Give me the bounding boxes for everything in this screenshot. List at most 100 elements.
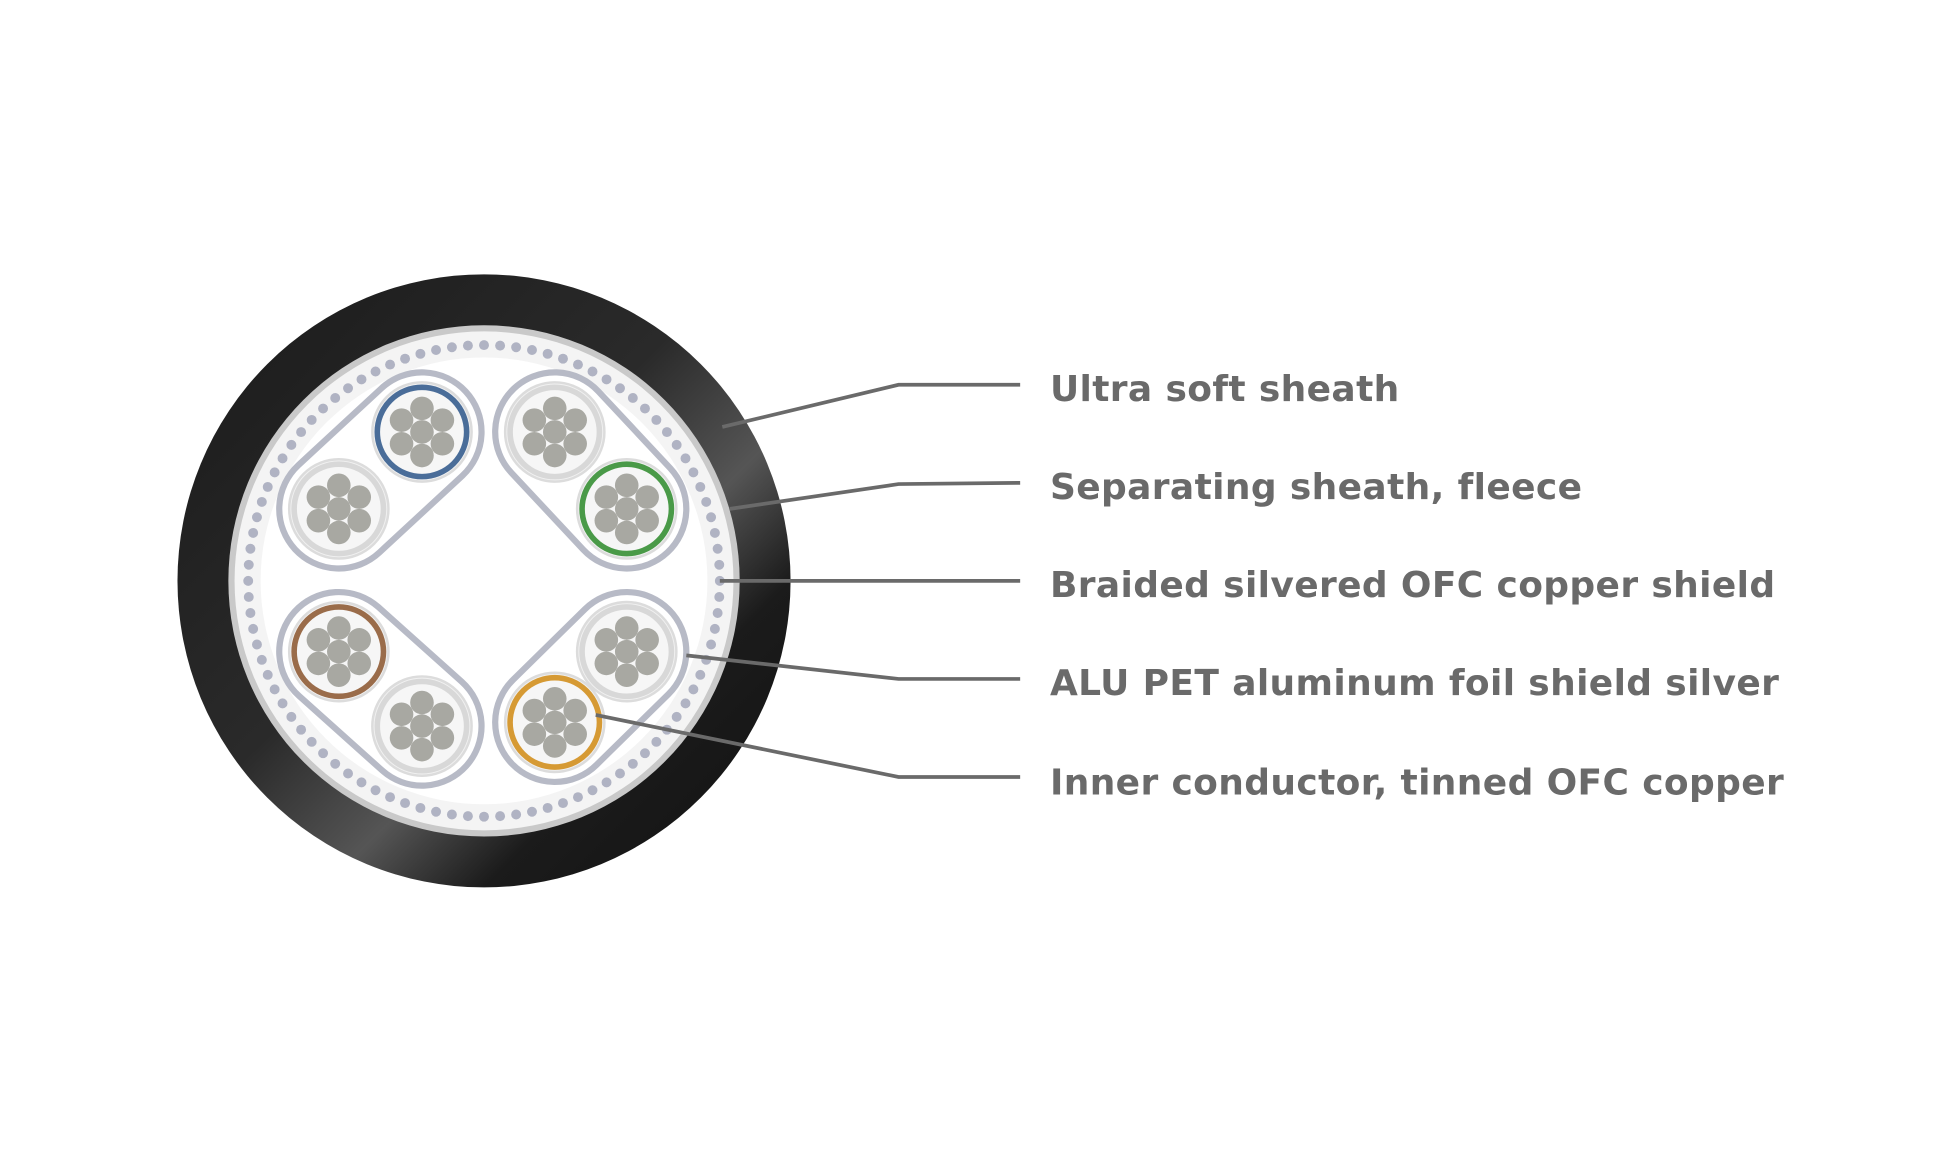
braid-strand xyxy=(587,366,598,377)
strand xyxy=(327,663,351,687)
braid-strand xyxy=(446,809,457,820)
braid-strand xyxy=(296,427,307,438)
strand xyxy=(410,420,434,444)
braid-strand xyxy=(661,427,672,438)
braid-strand xyxy=(400,353,411,364)
conductor xyxy=(503,671,606,774)
braid-strand xyxy=(269,467,280,478)
braid-strand xyxy=(601,777,612,788)
conductor xyxy=(503,381,606,483)
strand xyxy=(563,722,587,746)
strand xyxy=(430,702,455,727)
conductor xyxy=(575,458,678,560)
strand xyxy=(614,639,639,664)
strand xyxy=(306,485,331,509)
braid-strand xyxy=(251,512,262,523)
braid-strand xyxy=(709,623,720,634)
braid-strand xyxy=(356,777,367,788)
strand xyxy=(306,651,331,676)
twisted-pairs xyxy=(276,369,690,789)
conductor xyxy=(287,458,390,560)
braid-strand xyxy=(296,724,307,735)
twisted-pair xyxy=(276,588,485,789)
braid-strand xyxy=(680,453,691,464)
strand xyxy=(430,431,455,456)
braid-strand xyxy=(462,340,473,351)
braid-strand xyxy=(251,639,262,650)
braid-strand xyxy=(712,608,723,618)
strand xyxy=(389,702,414,727)
leader-line-1 xyxy=(721,382,1021,429)
strand xyxy=(522,408,547,432)
braid-strand xyxy=(243,559,254,570)
braid-strand xyxy=(615,768,625,779)
braid-strand xyxy=(640,748,650,759)
braid-strand xyxy=(370,785,381,796)
braid-strand xyxy=(431,345,442,355)
label-foil-shield: ALU PET aluminum foil shield silver xyxy=(1050,663,1779,704)
strand xyxy=(327,473,351,498)
braid-strand xyxy=(343,768,353,779)
braid-strand xyxy=(712,543,723,554)
braid-strand xyxy=(706,639,717,650)
braid-strand xyxy=(245,608,256,618)
strand xyxy=(327,520,351,545)
strand xyxy=(410,737,434,762)
braid-strand xyxy=(370,366,381,377)
braid-strand xyxy=(415,802,426,813)
strand xyxy=(347,485,372,509)
braid-strand xyxy=(245,543,256,554)
leader-line-4 xyxy=(686,653,1021,681)
braid-strand xyxy=(627,758,638,769)
braid-strand xyxy=(572,792,583,803)
strand xyxy=(522,722,547,746)
strand xyxy=(542,420,567,444)
strand xyxy=(614,663,639,687)
braid-strand xyxy=(385,792,396,803)
braid-strand xyxy=(286,439,297,450)
braid-strand xyxy=(671,711,682,722)
braid-strand xyxy=(709,527,720,538)
conductor xyxy=(371,675,473,777)
strand xyxy=(635,628,659,652)
braid-strand xyxy=(511,342,522,353)
twisted-pair xyxy=(492,369,690,572)
braid-strand xyxy=(572,359,583,370)
strand xyxy=(347,628,372,652)
braid-strand xyxy=(256,496,267,507)
braid-strand xyxy=(256,654,267,665)
braid-strand xyxy=(714,559,725,570)
braid-strand xyxy=(462,811,473,822)
strand xyxy=(430,726,455,750)
strand xyxy=(563,431,587,456)
braid-strand xyxy=(706,512,717,523)
strand xyxy=(542,443,567,468)
braid-strand xyxy=(640,403,650,414)
braid-strand xyxy=(688,467,699,478)
braid-strand xyxy=(415,348,426,359)
label-inner-conductor: Inner conductor, tinned OFC copper xyxy=(1050,762,1784,803)
braid-strand xyxy=(542,802,553,813)
strand xyxy=(614,616,639,640)
braid-strand xyxy=(701,496,712,507)
strand xyxy=(614,520,639,545)
braid-strand xyxy=(479,811,489,822)
strand xyxy=(542,396,567,421)
strand xyxy=(410,396,434,421)
braid-strand xyxy=(262,481,273,492)
strand xyxy=(306,508,331,533)
braid-strand xyxy=(558,353,568,364)
braid-strand xyxy=(495,811,506,822)
strand xyxy=(594,485,619,509)
leader-lines xyxy=(595,382,1021,779)
strand xyxy=(542,734,567,758)
braid-strand xyxy=(680,698,691,709)
label-braided-shield: Braided silvered OFC copper shield xyxy=(1050,565,1776,606)
braid-strand xyxy=(318,403,329,414)
strand xyxy=(410,690,434,715)
braid-strand xyxy=(262,669,273,680)
strand xyxy=(542,710,567,735)
braid-strand xyxy=(695,669,706,680)
braid-strand xyxy=(330,392,341,403)
braid-strand xyxy=(248,527,259,538)
